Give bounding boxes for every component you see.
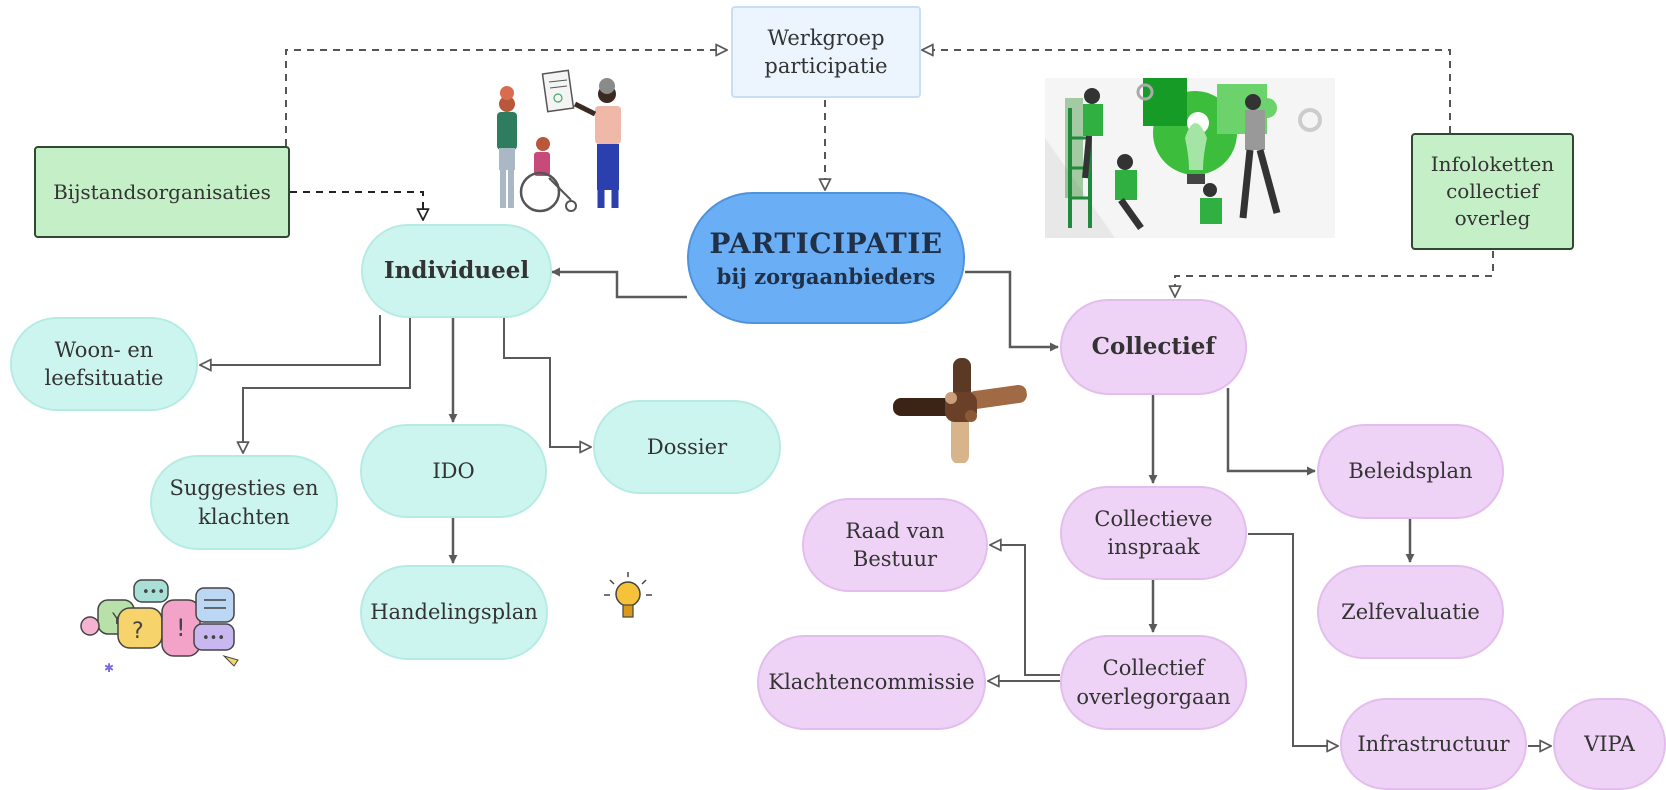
people-wheelchair-illustration [497,69,621,213]
beleidsplan-node: Beleidsplan [1317,424,1504,519]
svg-text:?: ? [132,619,144,644]
collectieve-inspraak-node: Collectieve inspraak [1060,486,1247,580]
lightbulb-icon [604,572,652,618]
svg-text:✱: ✱ [104,661,114,675]
dashed-bijstand-to-werkgroep [285,50,727,146]
individueel-node: Individueel [361,224,552,318]
center-subtitle: bij zorgaanbieders [716,263,936,289]
individueel-to-suggesties [243,315,411,453]
svg-text:!: ! [176,614,186,642]
infrastructuur-node: Infrastructuur [1340,698,1527,790]
svg-text:•••: ••• [142,585,165,600]
svg-text:•••: ••• [202,631,225,646]
svg-text:Y: Y [111,609,122,628]
overlegorgaan-to-raad [990,545,1060,676]
klachtencommissie-node: Klachtencommissie [757,635,986,730]
zelfevaluatie-node: Zelfevaluatie [1317,565,1504,659]
infoloketten-box: Infoloketten collectief overleg [1411,133,1574,250]
individueel-to-dossier [503,318,591,447]
ido-node: IDO [360,424,547,518]
dossier-node: Dossier [593,400,781,494]
joined-hands-illustration [893,358,1027,463]
collectief-overlegorgaan-node: Collectief overlegorgaan [1060,635,1247,730]
werkgroep-participatie-box: Werkgroep participatie [731,6,921,98]
center-to-collectief [965,270,1059,352]
collectief-to-beleidsplan [1226,388,1316,476]
collectief-node: Collectief [1060,299,1247,395]
dashed-infoloketten-to-werkgroep [922,50,1451,133]
puzzle-team-illustration [1045,78,1335,238]
suggesties-klachten-node: Suggesties en klachten [150,455,338,550]
vipa-node: VIPA [1553,698,1666,790]
raad-van-bestuur-node: Raad van Bestuur [802,498,988,592]
dashed-bijstand-to-individueel [290,191,423,220]
speech-bubbles-illustration: Y ••• ? ! ••• ✱ [80,579,239,675]
center-title: PARTICIPATIE [709,226,943,260]
bijstandsorganisaties-box: Bijstandsorganisaties [34,146,290,238]
dashed-infoloketten-to-collectief [1175,251,1494,297]
inspraak-to-infrastructuur [1248,533,1338,746]
handelingsplan-node: Handelingsplan [360,565,548,660]
woon-leefsituatie-node: Woon- en leefsituatie [10,317,198,411]
center-to-individueel [551,267,687,299]
participatie-center-node: PARTICIPATIE bij zorgaanbieders [687,192,965,324]
individueel-to-woon [200,315,381,365]
